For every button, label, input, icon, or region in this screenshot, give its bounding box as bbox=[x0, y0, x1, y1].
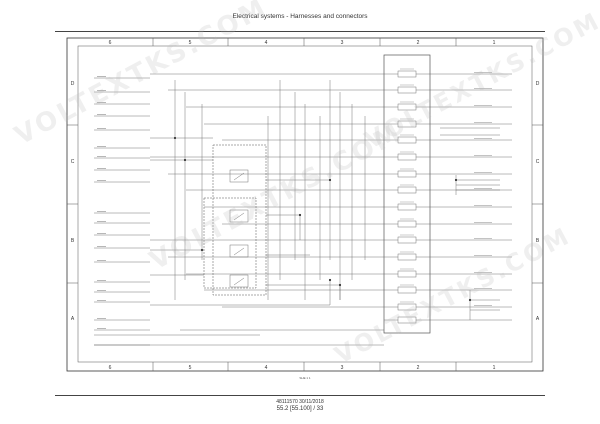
junction-9 bbox=[328, 278, 332, 282]
junction-5 bbox=[298, 213, 302, 217]
zone-col-top-6: 6 bbox=[109, 40, 112, 46]
zone-row-left-B: B bbox=[71, 238, 75, 244]
zone-row-left-C: C bbox=[71, 159, 75, 165]
connector-pin-5 bbox=[397, 136, 417, 144]
zone-row-right-B: B bbox=[536, 238, 540, 244]
footer-divider bbox=[55, 395, 545, 396]
relay-module-a bbox=[212, 144, 267, 296]
junction-7 bbox=[454, 178, 458, 182]
relay-module-b bbox=[203, 197, 257, 289]
wire-68 bbox=[469, 290, 500, 320]
zone-grid-ticks bbox=[67, 38, 543, 371]
zone-col-top-2: 2 bbox=[417, 40, 420, 46]
page-reference: 55.2 [55.100] / 33 bbox=[276, 406, 324, 412]
zone-row-right-D: D bbox=[536, 81, 540, 87]
drawing-frame-outer bbox=[66, 37, 544, 372]
junction-4 bbox=[328, 178, 332, 182]
connector-pin-12 bbox=[397, 253, 417, 261]
relay-contact-2 bbox=[233, 212, 245, 221]
zone-col-bottom-3: 3 bbox=[341, 365, 344, 371]
zone-col-top-4: 4 bbox=[265, 40, 268, 46]
header-divider bbox=[55, 31, 545, 32]
zone-col-bottom-6: 6 bbox=[109, 365, 112, 371]
zone-row-left-A: A bbox=[71, 316, 75, 322]
zone-col-top-1: 1 bbox=[493, 40, 496, 46]
connector-pin-6 bbox=[397, 153, 417, 161]
zone-col-top-5: 5 bbox=[189, 40, 192, 46]
connector-pin-3 bbox=[397, 103, 417, 111]
sheet-mark: SHE 1 1 bbox=[299, 376, 311, 380]
connector-pin-15 bbox=[397, 303, 417, 311]
connector-block-x200 bbox=[383, 54, 431, 334]
connector-pin-2 bbox=[397, 86, 417, 94]
relay-symbol-1 bbox=[229, 169, 249, 183]
wire-50 bbox=[94, 329, 384, 346]
zone-col-top-3: 3 bbox=[341, 40, 344, 46]
zone-col-bottom-5: 5 bbox=[189, 365, 192, 371]
document-number: 48111570 30/11/2018 bbox=[276, 399, 324, 405]
wire-48 bbox=[150, 137, 331, 306]
zone-row-right-C: C bbox=[536, 159, 540, 165]
junction-1 bbox=[173, 136, 177, 140]
wire-69 bbox=[440, 127, 500, 136]
relay-symbol-3 bbox=[229, 244, 249, 258]
connector-pin-16 bbox=[397, 316, 417, 324]
page-title: Electrical systems - Harnesses and conne… bbox=[232, 13, 368, 20]
connector-pin-1 bbox=[397, 70, 417, 78]
zone-row-left-D: D bbox=[71, 81, 75, 87]
junction-8 bbox=[468, 298, 472, 302]
relay-contact-3 bbox=[233, 247, 245, 256]
connector-pin-13 bbox=[397, 270, 417, 278]
junction-3 bbox=[200, 248, 204, 252]
wire-67 bbox=[455, 175, 500, 195]
zone-col-bottom-2: 2 bbox=[417, 365, 420, 371]
relay-contact-4 bbox=[233, 277, 245, 286]
zone-col-bottom-4: 4 bbox=[265, 365, 268, 371]
connector-pin-4 bbox=[397, 120, 417, 128]
relay-symbol-2 bbox=[229, 209, 249, 223]
connector-pin-14 bbox=[397, 286, 417, 294]
junction-2 bbox=[183, 158, 187, 162]
connector-pin-10 bbox=[397, 220, 417, 228]
zone-row-right-A: A bbox=[536, 316, 540, 322]
zone-col-bottom-1: 1 bbox=[493, 365, 496, 371]
connector-pin-7 bbox=[397, 170, 417, 178]
connector-pin-11 bbox=[397, 236, 417, 244]
connector-pin-9 bbox=[397, 203, 417, 211]
connector-pin-8 bbox=[397, 186, 417, 194]
junction-6 bbox=[338, 283, 342, 287]
relay-symbol-4 bbox=[229, 274, 249, 288]
